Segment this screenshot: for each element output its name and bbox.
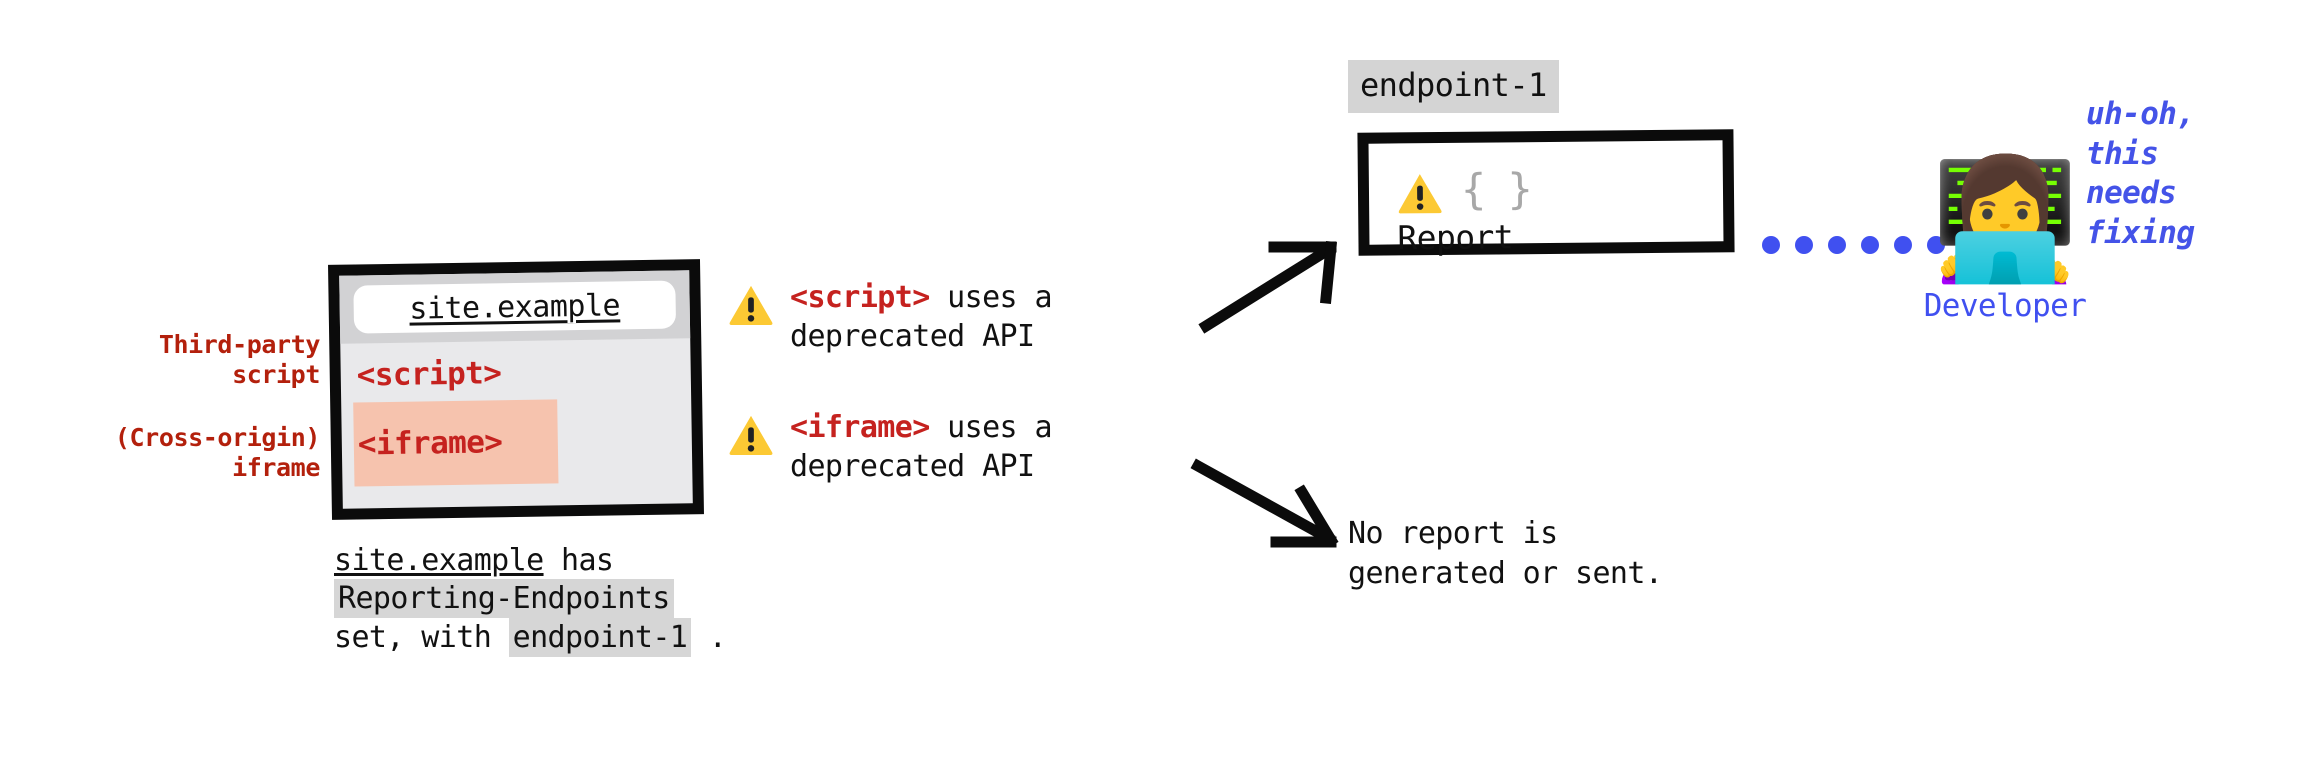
caption-has: has bbox=[543, 543, 614, 578]
warning-triangle-icon bbox=[1398, 174, 1442, 214]
warning-triangle-icon bbox=[729, 415, 773, 456]
report-title: Report bbox=[1397, 217, 1514, 258]
developer-figure: 👩‍💻 Developer bbox=[1910, 160, 2100, 324]
arrow-to-no-report bbox=[1190, 458, 1339, 548]
warning-triangle-icon bbox=[729, 285, 773, 326]
script-warning-rest: uses a bbox=[929, 280, 1052, 315]
caption-header-chip: Reporting-Endpoints bbox=[334, 579, 674, 619]
script-warning-line2: deprecated API bbox=[790, 319, 1035, 354]
iframe-warning-row: <iframe> uses a deprecated API bbox=[728, 408, 1053, 486]
no-report-text: No report is generated or sent. bbox=[1348, 516, 1663, 591]
connector-dot bbox=[1795, 236, 1813, 254]
caption-endpoint-chip: endpoint-1 bbox=[508, 617, 692, 657]
connector-dot bbox=[1762, 236, 1780, 254]
connector-dot bbox=[1828, 236, 1846, 254]
iframe-tag-text: <iframe> bbox=[353, 398, 559, 487]
iframe-warning-line2: deprecated API bbox=[790, 449, 1035, 484]
json-braces-icon: { } bbox=[1460, 164, 1532, 214]
caption-period: . bbox=[691, 619, 727, 655]
browser-caption: site.example has Reporting-Endpoints set… bbox=[334, 542, 914, 657]
endpoint-label: endpoint-1 bbox=[1348, 60, 1559, 113]
report-box: { } Report bbox=[1357, 129, 1735, 258]
developer-speech-text: uh-oh, this needs fixing bbox=[2086, 96, 2195, 252]
connector-dot bbox=[1927, 236, 1945, 254]
url-bar[interactable]: site.example bbox=[353, 280, 677, 334]
url-text: site.example bbox=[409, 287, 621, 327]
connector-dot bbox=[1861, 236, 1879, 254]
script-tag-text: <script> bbox=[356, 355, 502, 394]
iframe-warning-rest: uses a bbox=[929, 410, 1052, 445]
script-warning-text: <script> uses a deprecated API bbox=[790, 278, 1053, 356]
caption-site: site.example bbox=[334, 543, 544, 578]
developer-label: Developer bbox=[1923, 288, 2087, 324]
iframe-warning-text: <iframe> uses a deprecated API bbox=[790, 408, 1053, 486]
woman-technologist-icon: 👩‍💻 bbox=[1931, 150, 2079, 288]
label-cross-origin-iframe: (Cross-origin) iframe bbox=[114, 423, 321, 482]
script-warning-row: <script> uses a deprecated API bbox=[728, 278, 1053, 356]
side-annotations: Third-party script (Cross-origin) iframe bbox=[40, 330, 321, 482]
browser-chrome-bar: site.example bbox=[339, 270, 691, 344]
browser-window-card: site.example <script> <iframe> bbox=[328, 259, 704, 520]
arrow-to-report bbox=[1198, 240, 1338, 334]
label-third-party-script: Third-party script bbox=[158, 330, 321, 389]
iframe-warning-tag: <iframe> bbox=[790, 410, 930, 445]
dotted-connector bbox=[1762, 236, 1945, 254]
browser-content-area: <script> <iframe> bbox=[340, 338, 692, 487]
script-warning-tag: <script> bbox=[790, 280, 930, 315]
connector-dot bbox=[1894, 236, 1912, 254]
report-icon-row: { } bbox=[1397, 161, 1723, 216]
caption-set-with: set, with bbox=[334, 619, 509, 655]
